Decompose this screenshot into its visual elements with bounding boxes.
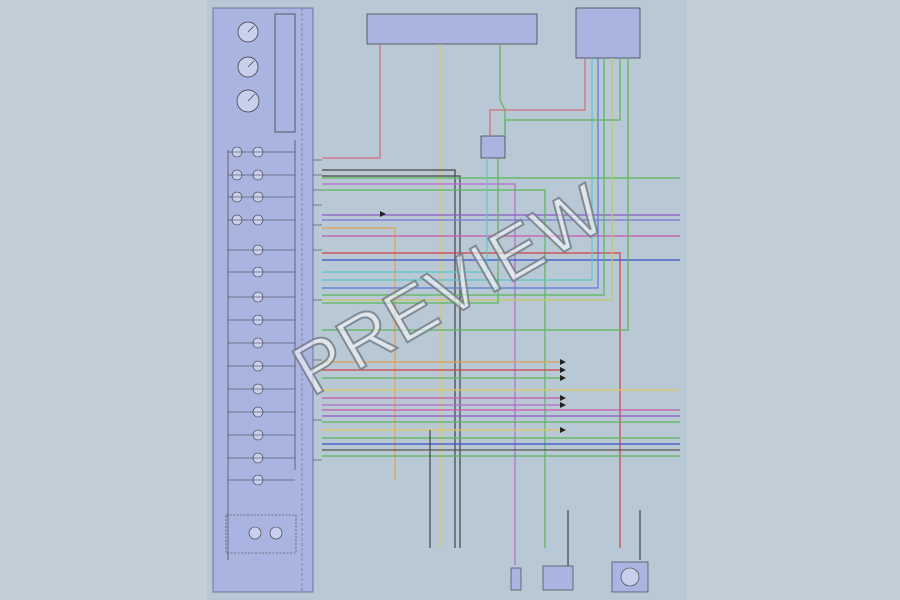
joint-connector [480, 135, 506, 159]
combination-switch [575, 7, 641, 59]
indicator-lamps [228, 146, 295, 486]
fuel-sender-component [542, 565, 574, 591]
fuse-box [366, 13, 538, 45]
connector-arrows [380, 211, 566, 433]
gauge-group [236, 21, 260, 113]
gauge-controller-chip [274, 13, 296, 133]
gauge-control-block [212, 7, 314, 593]
wires [322, 44, 680, 570]
sensor-component [510, 567, 522, 591]
